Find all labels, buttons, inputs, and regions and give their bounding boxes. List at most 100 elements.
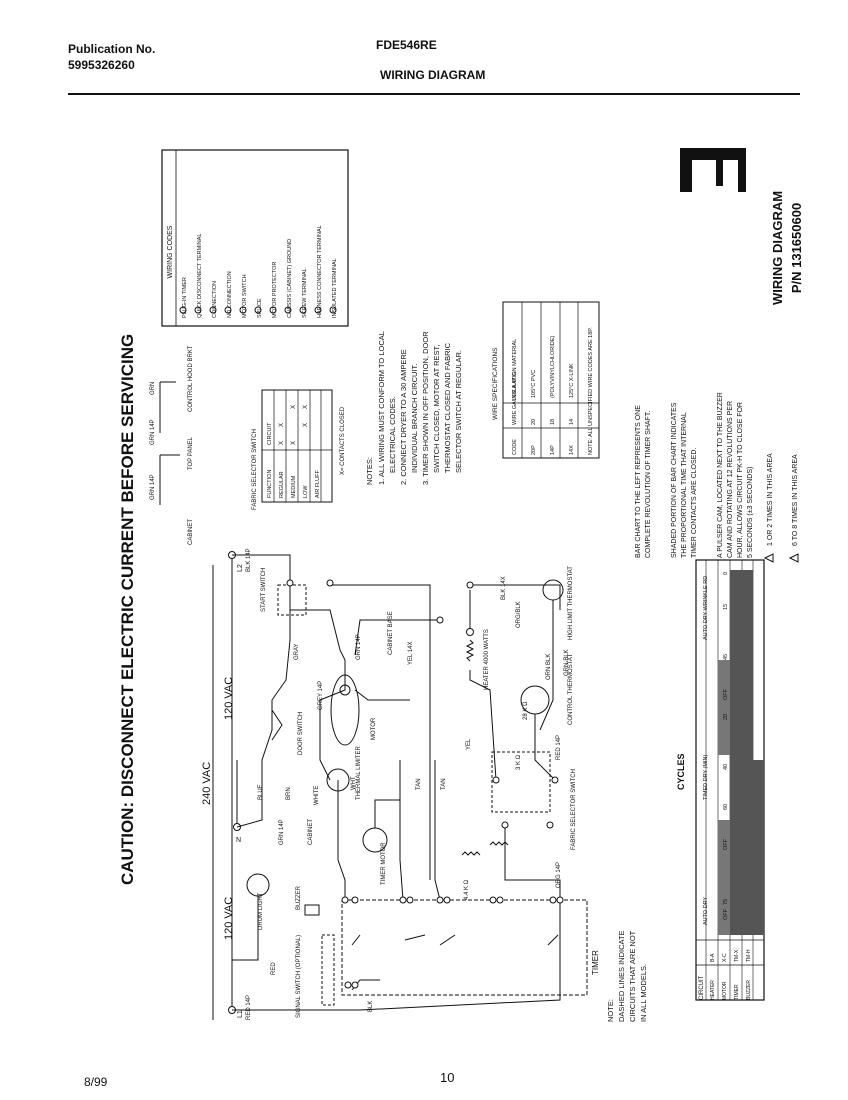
wire-spec-cell: 14X	[569, 445, 575, 455]
red-14p-label: RED 14P	[246, 995, 252, 1020]
vac-120-bot-label: 120 VAC	[223, 897, 235, 940]
cycle-tick-label: 60	[723, 804, 729, 810]
wire-gray-label: GRAY	[294, 643, 300, 660]
caution-text: CAUTION: DISCONNECT ELECTRIC CURRENT BEF…	[118, 334, 137, 885]
start-switch-icon	[277, 584, 307, 616]
note-line: SWITCH CLOSED, MOTOR AT REST,	[432, 345, 441, 473]
thermal-limiter-label: THERMAL LIMITER	[356, 746, 362, 800]
wiring-code-item: INSULATED TERMINAL	[332, 258, 338, 318]
l2-label: L2	[237, 564, 244, 572]
wire-grnblk-label: GRN-BLK	[564, 649, 570, 676]
ground-top-panel-label: TOP PANEL	[188, 436, 194, 470]
wire-blk-label: BLK	[368, 1001, 374, 1012]
wire-spec-cell: (POLYVINYLCHLORIDE)	[550, 336, 556, 398]
bar-chart-note-line: 1 OR 2 TIMES IN THIS AREA	[767, 453, 774, 546]
wire-spec-header: INSULATION MATERIAL	[512, 339, 518, 400]
note-line: 2. CONNECT DRYER TO A 30 AMPERE	[399, 349, 408, 485]
wire-spec-cell: 125°C X-LINK	[569, 363, 575, 398]
wire-spec-footnote: NOTE: ALL UNSPECIFIED WIRE CODES ARE 18P…	[588, 327, 594, 455]
n-label: N	[236, 837, 241, 844]
cycle-row-name: HEATER	[710, 980, 716, 1000]
cycle-group-label: TIMED DRY (MIN)	[703, 755, 709, 800]
ground-cabinet-label: CABINET	[188, 519, 194, 545]
wiring-code-item: CHASSIS (CABINET) GROUND	[287, 239, 293, 318]
wire-spec-header: WIRE GAUGE A.W.G.	[512, 370, 518, 425]
fabric-selector-switch-label: FABRIC SELECTOR SWITCH	[571, 769, 577, 850]
cycle-group-label: AUTO DRY WRINKLE RD	[703, 576, 709, 640]
bar-chart-note-line: COMPLETE REVOLUTION OF TIMER SHAFT.	[645, 411, 652, 558]
cycle-tick-label: OFF	[723, 908, 729, 920]
ground-wire3-label: GRN	[150, 382, 156, 395]
signal-switch-label: SIGNAL SWITCH (OPTIONAL)	[296, 935, 302, 1018]
notes-block: NOTES: 1. ALL WIRING MUST CONFORM TO LOC…	[365, 331, 463, 485]
control-thermostat-label: CONTROL THERMOSTAT	[568, 654, 574, 725]
bar-chart-note-line: BAR CHART TO THE LEFT REPRESENTS ONE	[635, 405, 642, 558]
door-switch-icon	[271, 709, 283, 741]
wiring-code-symbol-icon	[194, 306, 202, 314]
wire-spec-cell: 20	[531, 419, 537, 425]
wire-brn-label: BRN	[286, 787, 292, 800]
timer-motor-label: TIMER MOTOR	[381, 842, 387, 885]
wiring-code-symbol-icon	[254, 306, 262, 314]
fabric-selector-cell: X	[303, 423, 309, 427]
note-line: 3. TIMER SHOWN IN OFF POSITION, DOOR	[421, 331, 430, 485]
note-line: SELECTOR SWITCH AT REGULAR.	[454, 350, 463, 473]
wire-tan2-label: TAN	[441, 778, 447, 790]
cycle-tick-label: 75	[723, 899, 729, 905]
bar-chart-note-line: SHADED PORTION OF BAR CHART INDICATES	[671, 402, 678, 558]
timer-cycles-chart: CYCLES CIRCUIT HEATERB-AMOTORX-CTIMERTM-…	[676, 559, 765, 1001]
resistor-28k-label: 28 K Ω	[523, 701, 529, 720]
cycle-tick-label: 40	[723, 764, 729, 770]
wire-yel14x-label: YEL 14X	[408, 642, 414, 665]
wire-wht-label: WHT	[351, 776, 357, 790]
wire-red-label: RED	[271, 962, 277, 975]
cycle-row-name: TIMER	[734, 984, 740, 1000]
schematic-labels: 240 VAC 120 VAC 120 VAC L1 L2 N RED 14P …	[201, 548, 600, 1020]
wiring-code-symbol-icon	[239, 306, 247, 314]
motor-icon	[330, 674, 360, 746]
resistor-44k-label: 4.4 K Ω	[464, 879, 470, 900]
wire-grey14p-label: GREY 14P	[318, 681, 324, 710]
bar-chart-note-line: TIMER CONTACTS ARE CLOSED.	[691, 448, 698, 558]
wiring-code-item: HARNESS CONNECTOR TERMINAL	[317, 225, 323, 318]
ground-wire2-label: GRN 14P	[150, 419, 156, 445]
wiring-code-item: NO CONNECTION	[227, 271, 233, 318]
bar-chart-note-line: HOUR, ALLOWS CIRCUIT PK-H TO CLOSE FOR	[737, 402, 744, 558]
note-line: ELECTRICAL CODES.	[388, 396, 397, 473]
warning-triangle-icon	[763, 553, 799, 563]
bar-chart-note-line: THE PROPORTIONAL TIME THAT INTERNAL	[681, 412, 688, 558]
fabric-selector-title: FABRIC SELECTOR SWITCH	[252, 429, 258, 510]
door-switch-label: DOOR SWITCH	[298, 712, 304, 755]
wire-spec-cell: 20P	[531, 445, 537, 455]
fabric-selector-cell: X	[303, 405, 309, 409]
wiring-code-symbol-icon	[299, 306, 307, 314]
wiring-code-item: CONNECTION	[212, 281, 218, 318]
timer-block	[341, 899, 588, 996]
bar-chart-note-line: CAM AND ROTATING AT 12 REVOLUTIONS PER	[727, 401, 734, 558]
bar-chart-note-line: A PULSER CAM, LOCATED NEXT TO THE BUZZER	[717, 392, 724, 558]
cycles-circuit-header: CIRCUIT	[699, 975, 705, 1000]
dashed-lines-note: NOTE: DASHED LINES INDICATE CIRCUITS THA…	[606, 930, 648, 1022]
wire-spec-cell: 18	[550, 419, 556, 425]
wiring-code-item: PLUG-IN TIMER	[182, 277, 188, 318]
wiring-code-item: MOTOR PROTECTOR	[272, 262, 278, 318]
vac-240-label: 240 VAC	[201, 762, 213, 805]
blk-14p-label: BLK 14P	[246, 548, 252, 572]
cabinet-label: CABINET	[308, 819, 314, 845]
fabric-selector-header: FUNCTION	[267, 470, 273, 498]
grn-14p-label: GRN 14P	[279, 819, 285, 845]
wire-spec-title: WIRE SPECIFICATIONS	[492, 347, 499, 420]
note-line: 1. ALL WIRING MUST CONFORM TO LOCAL	[377, 331, 386, 485]
fabric-selector-cell: X	[291, 441, 297, 445]
fabric-selector-footnote: X= CONTACTS CLOSED	[340, 406, 346, 475]
wiring-code-symbol-icon	[329, 306, 337, 314]
cycle-group-label: AUTO DRY	[703, 896, 709, 925]
buzzer-icon	[304, 904, 320, 916]
notes-title: NOTES:	[365, 457, 374, 485]
schematic	[212, 551, 588, 1020]
wiring-code-symbol-icon	[284, 306, 292, 314]
wire-white-label: WHITE	[314, 786, 320, 805]
heater-label: HEATER 4000 WATTS	[484, 629, 490, 690]
motor-switch-icon	[339, 684, 351, 696]
